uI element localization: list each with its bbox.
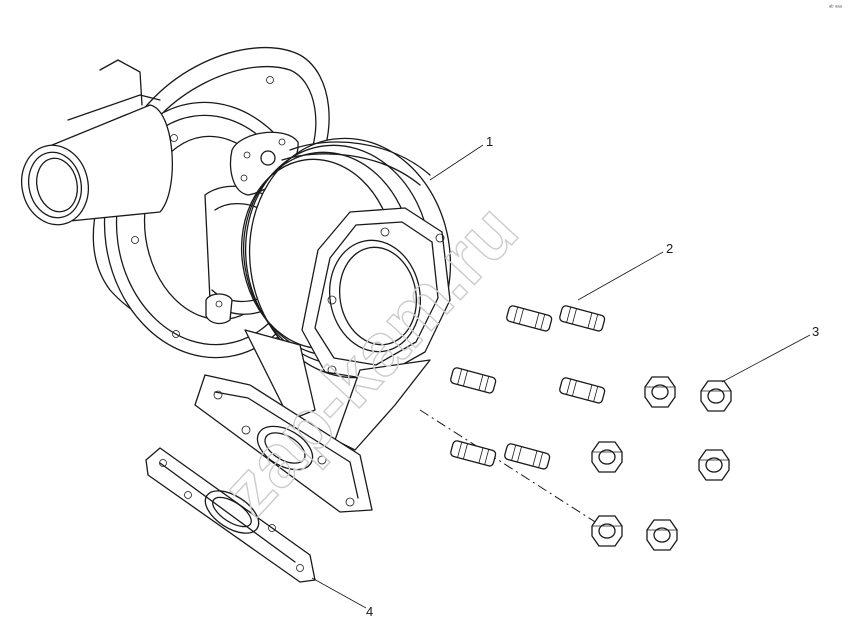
stud [450,440,497,467]
callout-1: 1 [486,134,493,149]
nut [646,519,678,551]
studs [450,305,606,470]
turbine-outlet-flange [301,207,451,383]
callout-2: 2 [666,241,673,256]
nut [700,380,732,412]
stud [450,367,497,394]
callout-3-leader [721,334,811,383]
nut [591,515,623,547]
callout-3: 3 [812,324,819,339]
nut [644,376,676,408]
callout-1-leader [429,144,484,181]
corner-mark: ᵃᵇ ᵃᵃᵃ [829,4,843,11]
centre-line [419,409,601,526]
stud [504,443,551,470]
nut [698,449,730,481]
turbine-inlet-flange [194,374,373,513]
callouts: 1 2 3 4 [311,134,819,619]
stud [559,377,606,404]
turbocharger [21,46,452,513]
callout-4: 4 [366,604,373,619]
callout-4-leader [311,577,367,609]
stud [559,305,606,332]
stud [506,305,553,332]
nut [591,441,623,473]
callout-2-leader [577,251,664,301]
nuts [591,376,732,551]
